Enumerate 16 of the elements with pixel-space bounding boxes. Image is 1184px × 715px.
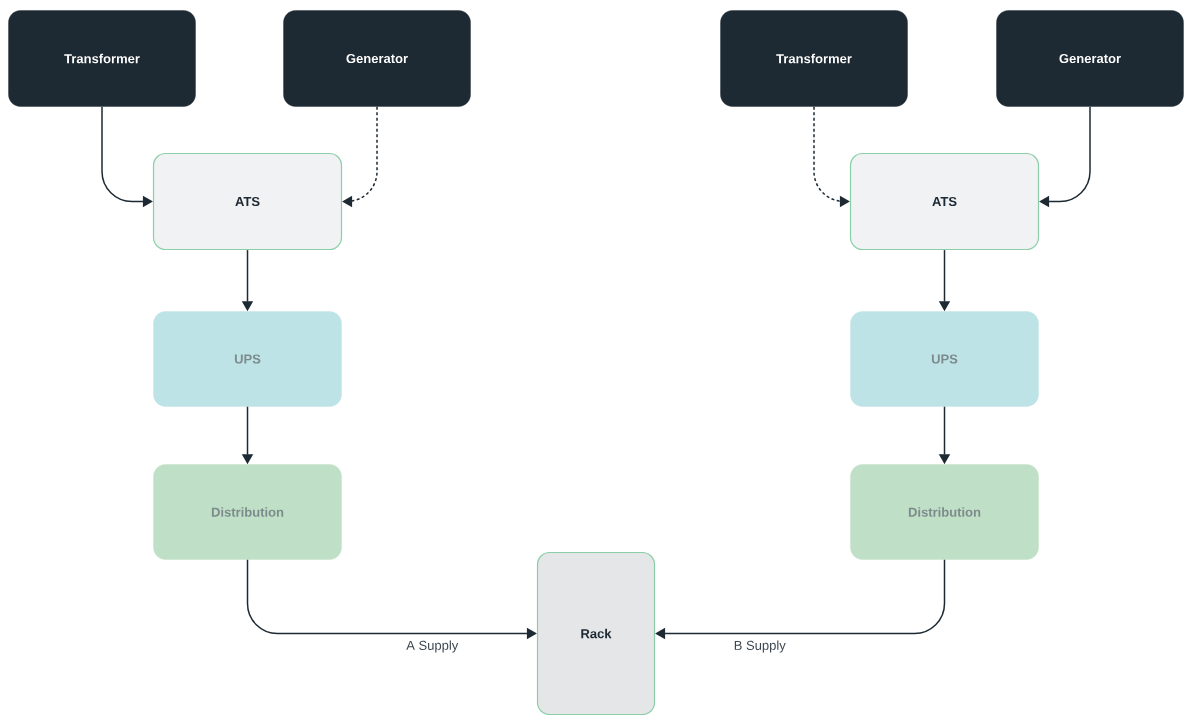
distribution-box: Distribution [153, 464, 342, 560]
power-source-box: Generator [996, 10, 1184, 107]
ups-box: UPS [153, 311, 342, 407]
arrow [1039, 105, 1091, 208]
switch-box: ATS [849, 152, 1040, 251]
ups-box: UPS [850, 311, 1039, 407]
edge-label: B Supply [734, 640, 786, 653]
power-source-box: Generator [283, 10, 471, 107]
power-source-box: Transformer [720, 10, 908, 107]
rack-box: Rack [536, 551, 656, 715]
edge-label: A Supply [406, 640, 459, 653]
distribution-box: Distribution [850, 464, 1039, 560]
arrow [655, 558, 946, 640]
power-source-box: Transformer [8, 10, 196, 107]
switch-box: ATS [152, 152, 343, 251]
arrow [342, 105, 378, 208]
